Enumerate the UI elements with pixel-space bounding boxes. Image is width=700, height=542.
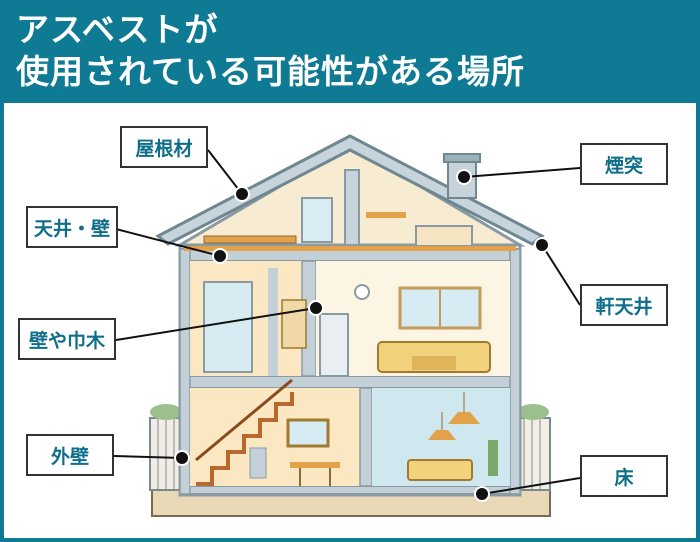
title-line-1: アスベストが — [16, 10, 219, 49]
label-roof: 屋根材 — [120, 126, 208, 168]
title-banner: アスベストが 使用されている可能性がある場所 — [0, 0, 700, 103]
label-eave-ceiling: 軒天井 — [580, 284, 668, 326]
label-chimney: 煙突 — [580, 143, 668, 185]
title-line-2: 使用されている可能性がある場所 — [16, 52, 526, 91]
callout-dots — [174, 169, 550, 502]
label-wall-baseboard: 壁や巾木 — [18, 318, 116, 360]
first-floor-slab — [179, 375, 521, 389]
label-ceiling-wall: 天井・壁 — [26, 206, 118, 248]
label-floor: 床 — [580, 455, 668, 497]
right-fence — [515, 404, 551, 491]
roof — [155, 134, 545, 246]
label-exterior-wall: 外壁 — [26, 434, 114, 476]
left-fence — [149, 404, 183, 491]
leader-lines — [113, 149, 581, 495]
